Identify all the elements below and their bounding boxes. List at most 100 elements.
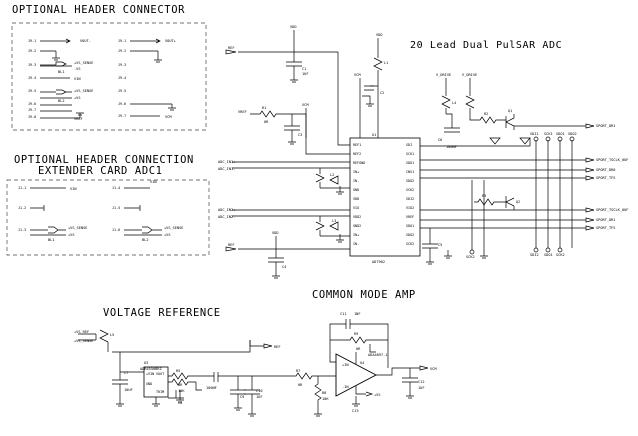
adc-tp-grounds [444, 250, 488, 259]
hdr-wire-1 [40, 38, 71, 44]
hdr-net-vs-sense-2: +VS_SENSE [74, 89, 93, 93]
hdr-net-plus-vs: +VS [74, 96, 81, 100]
adc-right-pin: SDO2 [406, 179, 414, 183]
hdr-wire-6 [40, 104, 72, 112]
hdr-left-pin-4: J9-4 [28, 76, 36, 80]
cma-r7-ref: R7 [296, 369, 300, 373]
header-left-column: J9-1 J9-2 J9-3 J9-4 J9-5 J9-6 J9-7 J9-8 … [28, 38, 93, 121]
adc-tp-sdo2b [545, 247, 551, 253]
adc-supply-vdrive-2: V_DRIVE [462, 73, 477, 77]
adc-l2-sym [315, 168, 339, 188]
adc-cap-c1-ref: C1 [302, 67, 306, 71]
adc-tp-sdi1 [533, 136, 539, 142]
vref-cap-c7 [112, 352, 128, 407]
cma-cap-c11-val: 1NF [354, 312, 361, 316]
adc-cap-c6-ref: C6 [438, 138, 442, 142]
hdr-left-pin-2: J9-2 [28, 49, 36, 53]
adc-in2-wires [232, 209, 350, 217]
vref-ic-part: ADR4550BRZ [140, 367, 162, 371]
ext-wire-5 [124, 205, 141, 211]
adc-left-pin: GND [353, 188, 359, 192]
adc-right-pin: SDI [406, 143, 412, 147]
vref-cap-c7-val: 10UF [124, 388, 133, 392]
cma-r7-val: 0R [298, 383, 303, 387]
adc-cap-c4-ref: C4 [282, 265, 286, 269]
adc-vdrive-l-1 [441, 78, 451, 114]
cma-opamp-symbol [335, 353, 377, 397]
title-common-mode-amp: COMMON MODE AMP [312, 289, 416, 301]
adc-l2-ground [336, 186, 344, 195]
adc-out-tsclk-1: SPORT_TSCLK_0UF [596, 158, 628, 162]
ext-bl2-sym [124, 226, 162, 236]
adc-sport-dr1-port [585, 123, 595, 129]
hdr-left-pin-5: J9-5 [28, 89, 36, 93]
adc-cap-c3 [284, 114, 300, 145]
hdr-net-minus-vs: -VS [74, 67, 81, 71]
ext-pin-1: J1-1 [18, 186, 26, 190]
adc-in1-wires [232, 161, 350, 169]
hdr-part-bl1: BL1 [58, 70, 65, 74]
vref-pin-gnd: GND [146, 382, 152, 386]
adc-supply-vdd-bot: VDD [272, 231, 279, 235]
adc-left-pin: REFGND [353, 161, 365, 165]
adc-ref-label-1: REF [228, 46, 235, 50]
adc-out-sdi [420, 138, 531, 147]
adc-out-dr1: SPORT_DR1 [596, 218, 615, 222]
title-voltage-reference: VOLTAGE REFERENCE [103, 307, 221, 319]
ext-net-vs-sense-2: +VS_SENSE [164, 226, 183, 230]
vref-cap-c10 [244, 376, 260, 417]
cma-supply-plus: +VS [374, 393, 381, 397]
adc-left-pin: IN- [353, 242, 359, 246]
adc-l3-ref: L3 [332, 219, 336, 223]
adc-r1-ref: R1 [262, 106, 266, 110]
adc-out-ports-2 [585, 207, 595, 231]
cma-c13-sym [352, 396, 360, 407]
ext-net-vin-2: VIN [150, 180, 157, 184]
title-optional-header-ext-2: EXTENDER CARD ADC1 [38, 165, 163, 177]
adc-out-dr0: SPORT_DR0 [596, 168, 615, 172]
ext-pin-2: J1-2 [18, 206, 26, 210]
adc-left-pin: REF2 [353, 152, 361, 156]
title-optional-header-ext-1: OPTIONAL HEADER CONNECTION [14, 154, 194, 166]
extender-card-box: J1-1 J1-2 J1-3 J1-4 J1-5 J1-6 VIN +VS_SE… [6, 179, 210, 256]
hdr-net-vout-minus: VOUT- [80, 39, 91, 43]
adc-right-pin: VIO2 [406, 206, 414, 210]
vref-ic-ground [152, 397, 160, 407]
adc-right-pin: SDI2 [406, 197, 414, 201]
cma-cap-c11 [345, 319, 351, 329]
adc-q2-transistor [505, 196, 515, 210]
adc-body [349, 137, 421, 257]
hdr-left-pin-1: J9-1 [28, 39, 36, 43]
adc-right-pin: CNV1 [406, 170, 414, 174]
adc-right-pin: VREF [406, 215, 414, 219]
adc-cap-c2 [364, 85, 374, 91]
hdr-right-pin-6: J9-6 [118, 102, 126, 106]
vref-pin-vout: VOUT [156, 372, 164, 376]
header-connector-box [11, 22, 207, 131]
cma-cap-c12-val: 1UF [418, 386, 425, 390]
hdr-net-vs-sense: +VS_SENSE [74, 61, 93, 65]
vref-cap-c10-ref: C10 [256, 389, 263, 393]
vref-r5 [168, 372, 214, 380]
hdr-right-pin-7: J9-7 [118, 114, 126, 118]
cma-cap-c11-ref: C11 [340, 312, 347, 316]
adc-out-ports-1 [585, 157, 595, 181]
hdr-r-gnd-2 [130, 50, 162, 63]
vref-out-label: REF [274, 345, 281, 349]
header-right-column: J9-1 J9-2 J9-3 J9-4 J9-5 J9-6 J9-7 VOUT+… [118, 38, 177, 119]
header-dashed-border [11, 22, 207, 131]
adc-ref-des: U1 [372, 133, 376, 137]
adc-supply-vcm-1: VCM [354, 73, 361, 77]
adc-testpoint-verticals-mid [471, 180, 485, 250]
adc-ref-port-top [225, 49, 237, 55]
hdr-r-wire-1 [130, 38, 161, 44]
hdr-net-vcm: VCM [165, 115, 172, 119]
adc-cap-c5-ref: C5 [438, 243, 442, 247]
adc-cap-c1 [286, 30, 302, 83]
adc-right-pin-labels: SDISCK1SDO1CNV1SDO2SCK2SDI2VIO2VREFSDO1S… [406, 143, 414, 246]
adc-input-in1n: ADC_IN1- [218, 167, 235, 171]
adc-supply-vref: VREF [238, 110, 247, 114]
adc-out-dr1-top: SPORT_DR1 [596, 124, 615, 128]
hdr-net-vref: VREF [74, 117, 83, 121]
adc-input-in2n: ADC_IN2- [218, 215, 235, 219]
